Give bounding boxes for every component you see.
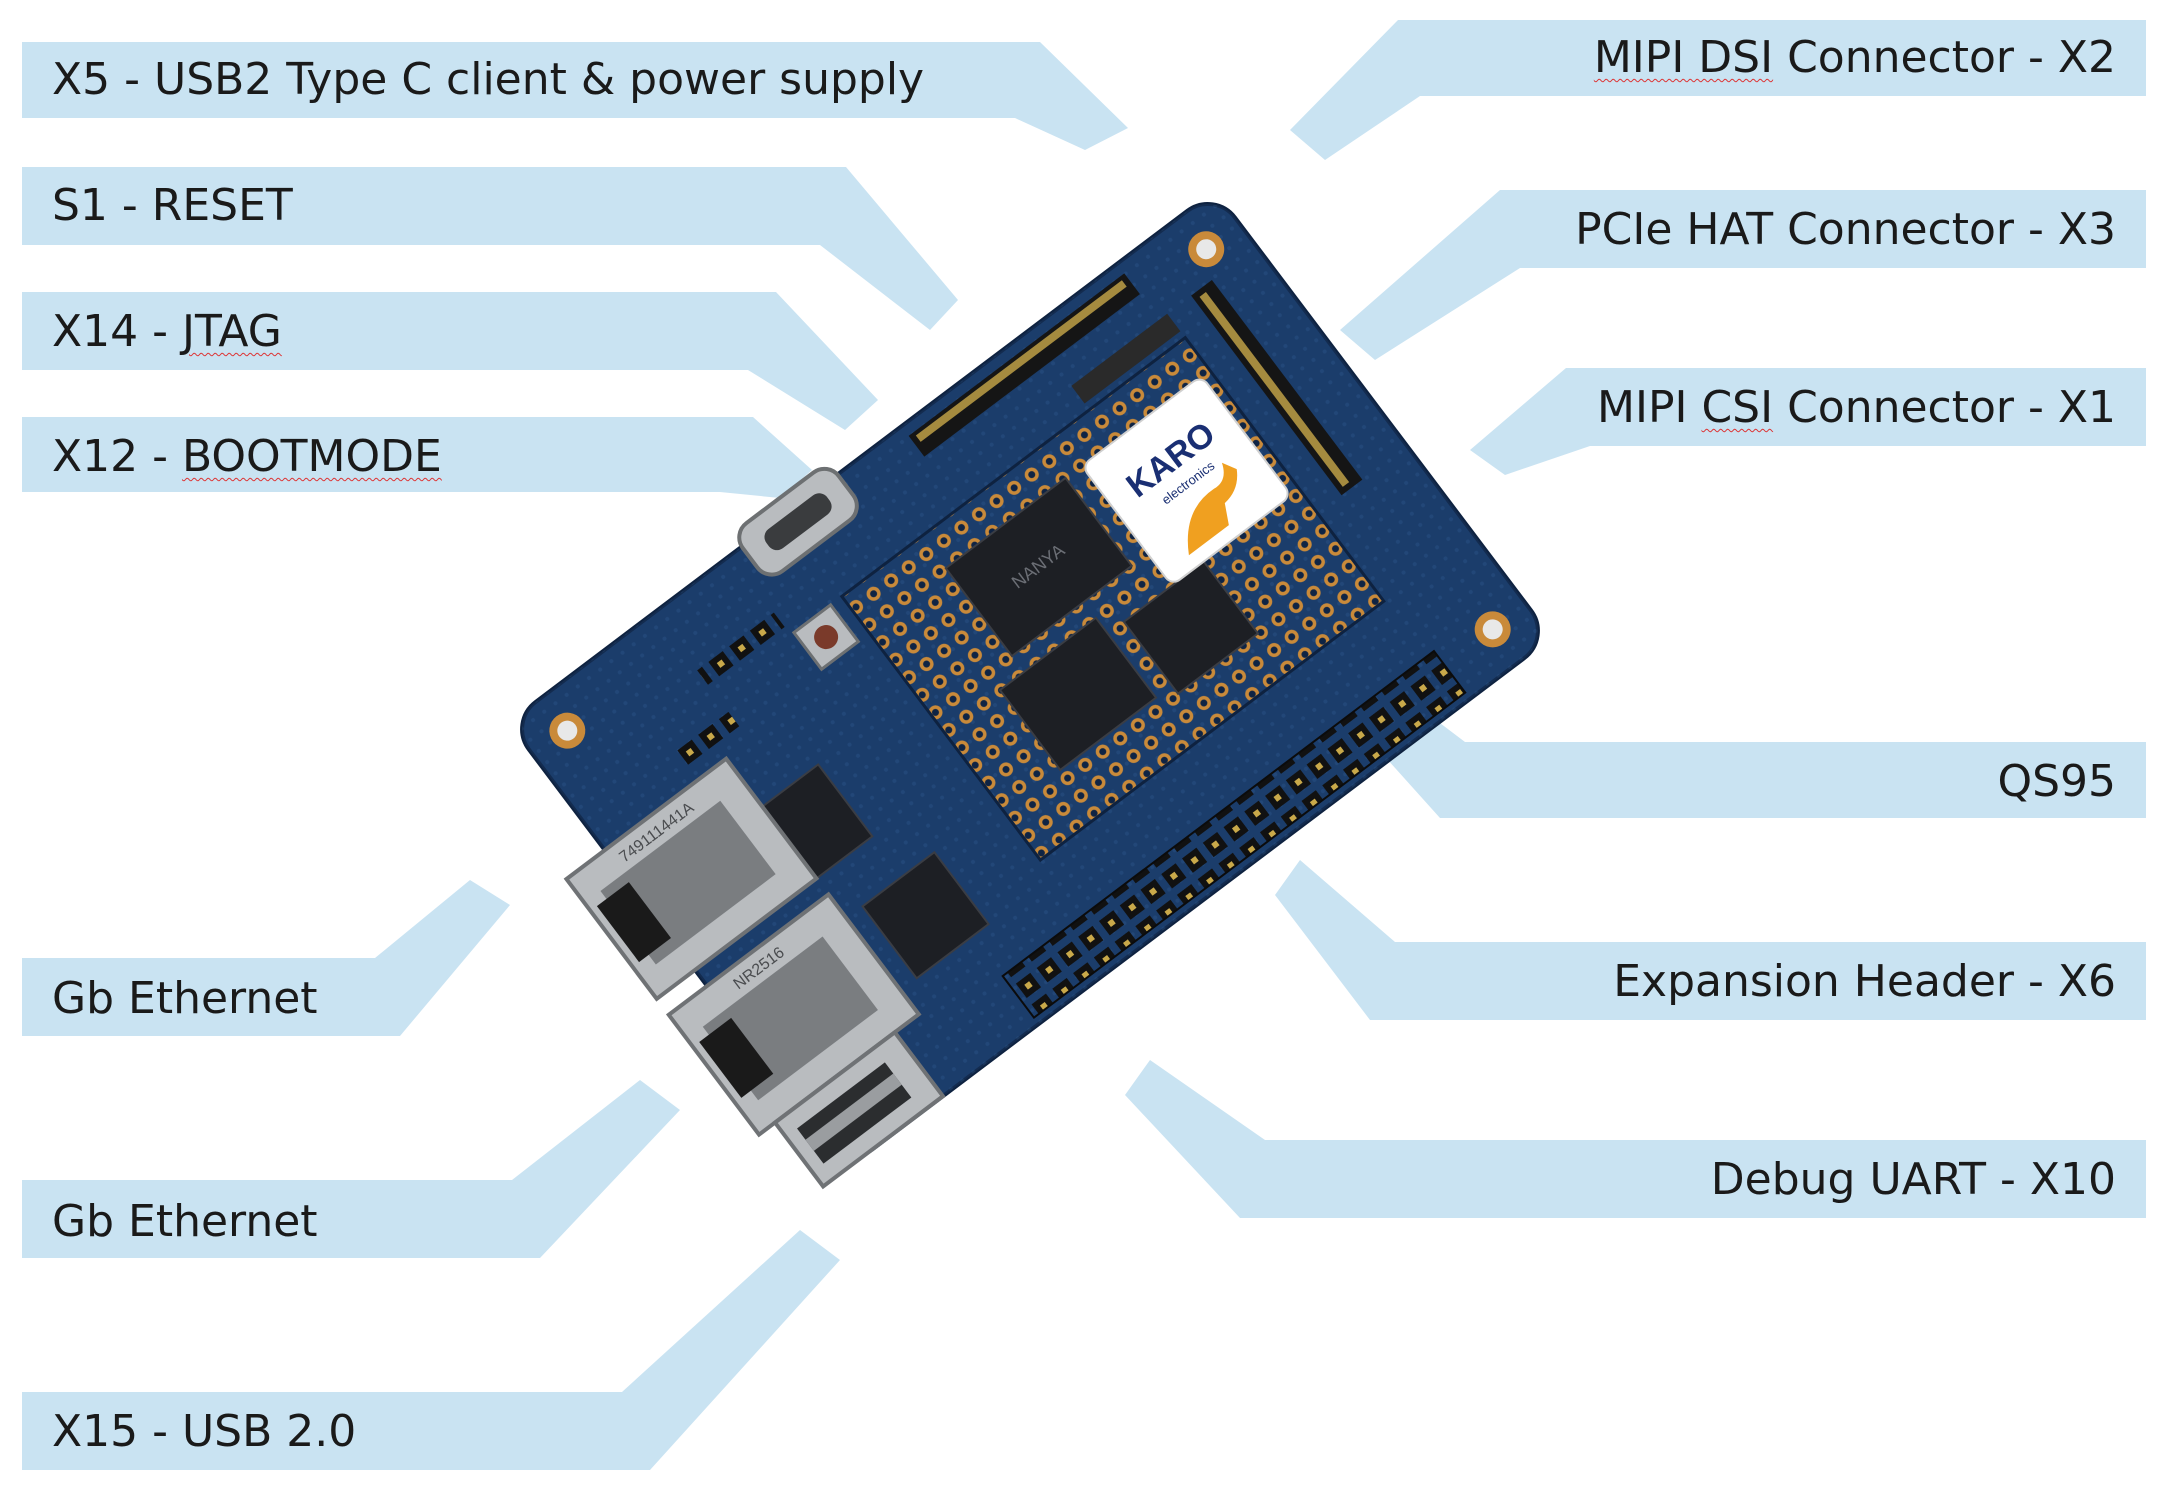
som-board: NANYA KARO electronics 7: [520, 201, 1540, 1190]
memory-chip: [944, 476, 1134, 658]
callout-band-qs95: [1325, 655, 2146, 818]
label-gb1-text: Gb Ethernet: [52, 973, 318, 1024]
callout-band-x12: [22, 417, 812, 498]
karo-logo: KARO electronics: [1084, 378, 1289, 583]
label-x14-prefix: X14 -: [52, 306, 182, 357]
expansion-header-x6: [1001, 649, 1467, 1019]
label-x2-suffix: Connector - X2: [1773, 32, 2116, 83]
label-x12: X12 - BOOTMODE: [52, 435, 442, 479]
label-gb-ethernet-2: Gb Ethernet: [52, 1200, 318, 1244]
label-gb-ethernet-1: Gb Ethernet: [52, 977, 318, 1021]
callout-band-gb2: [22, 1080, 680, 1258]
reset-button: [791, 602, 861, 672]
usb-c-port-icon: [737, 466, 859, 577]
eth-phy-chip-2: [861, 850, 990, 980]
pcie-hat-connector: [1071, 313, 1181, 404]
label-x12-prefix: X12 -: [52, 431, 182, 482]
label-x1-suffix: Connector - X1: [1773, 382, 2116, 433]
label-x6-text: Expansion Header - X6: [1613, 956, 2116, 1007]
label-qs95-text: QS95: [1997, 756, 2116, 807]
label-x2-word: MIPI DSI: [1593, 32, 1774, 83]
label-x3-text: PCIe HAT Connector - X3: [1575, 204, 2116, 255]
label-x1-word: CSI: [1701, 382, 1774, 433]
label-x14: X14 - JTAG: [52, 310, 282, 354]
label-s1-text: S1 - RESET: [52, 180, 293, 231]
callout-band-x1: [1470, 368, 2146, 475]
callout-bands: [22, 20, 2146, 1470]
rj45-jack-icon: 749111441A: [563, 755, 820, 1002]
callout-band-x3: [1340, 190, 2146, 360]
label-x2: MIPI DSI Connector - X2: [1594, 36, 2116, 80]
usb-a-port-icon: [772, 1029, 946, 1190]
label-x5: X5 - USB2 Type C client & power supply: [52, 58, 924, 102]
callout-band-gb1: [22, 880, 510, 1036]
bootmode-header: [670, 708, 740, 769]
pmic-chip: [1122, 560, 1260, 696]
label-x6: Expansion Header - X6: [1613, 960, 2116, 1004]
callout-band-x5: [22, 42, 1128, 150]
callout-band-x2: [1290, 20, 2146, 160]
callout-band-x15: [22, 1230, 840, 1470]
label-x5-text: X5 - USB2 Type C client & power supply: [52, 54, 925, 105]
callout-band-x10: [1125, 1060, 2146, 1218]
label-qs95: QS95: [1997, 760, 2116, 804]
label-x1: MIPI CSI Connector - X1: [1597, 386, 2116, 430]
callout-band-x6: [1275, 860, 2146, 1020]
label-s1: S1 - RESET: [52, 184, 293, 228]
label-x15: X15 - USB 2.0: [52, 1410, 356, 1454]
jtag-header: [695, 610, 786, 687]
label-x10-text: Debug UART - X10: [1710, 1154, 2116, 1205]
callout-band-x14: [22, 292, 878, 430]
label-gb2-text: Gb Ethernet: [52, 1196, 318, 1247]
callout-band-s1: [22, 167, 958, 330]
label-x3: PCIe HAT Connector - X3: [1575, 208, 2116, 252]
soc-chip: [998, 616, 1158, 772]
label-x1-prefix: MIPI: [1597, 382, 1702, 433]
label-x10: Debug UART - X10: [1711, 1158, 2116, 1202]
label-x15-text: X15 - USB 2.0: [52, 1406, 357, 1457]
label-x12-word: BOOTMODE: [181, 431, 442, 482]
label-x14-word: JTAG: [181, 306, 282, 357]
